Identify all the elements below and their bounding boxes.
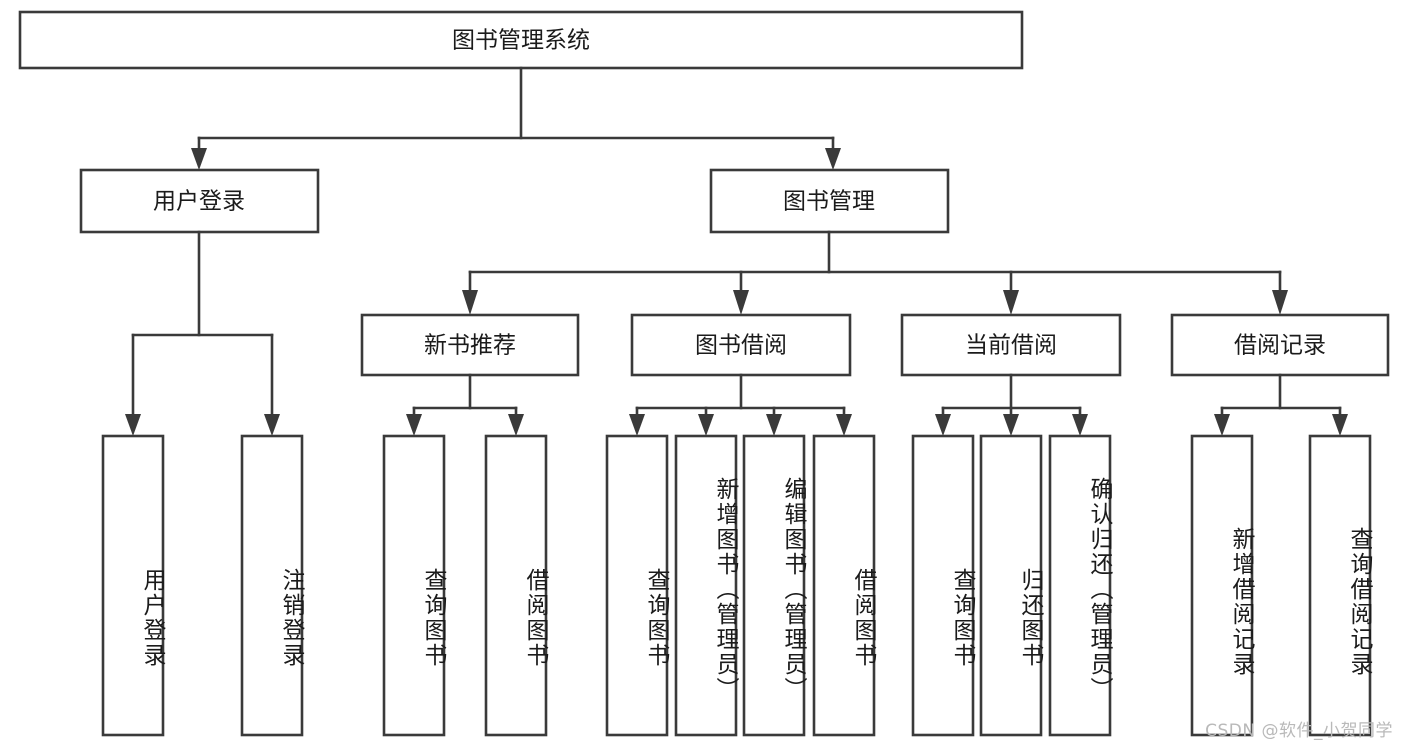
leaf-box-logout[interactable] bbox=[240, 434, 304, 737]
node-root[interactable]: 图书管理系统 bbox=[18, 10, 1024, 70]
arrow-head-icon bbox=[462, 290, 478, 315]
arrow-head-icon bbox=[836, 414, 852, 436]
arrow-head-icon bbox=[825, 148, 841, 170]
arrow-head-icon bbox=[1003, 290, 1019, 315]
connector-book-borrow-to-leaves bbox=[629, 373, 852, 436]
leaf-box-query-book-1[interactable] bbox=[382, 434, 446, 737]
node-borrow-record-label: 借阅记录 bbox=[1234, 333, 1326, 359]
node-borrow-record[interactable]: 借阅记录 bbox=[1170, 313, 1390, 377]
arrow-head-icon bbox=[1072, 414, 1088, 436]
node-book-borrow-label: 图书借阅 bbox=[695, 333, 787, 359]
node-current-borrow-label: 当前借阅 bbox=[965, 333, 1057, 359]
node-user-login[interactable]: 用户登录 bbox=[79, 168, 320, 234]
node-new-book-recommend-box bbox=[360, 313, 580, 377]
node-root-box bbox=[18, 10, 1024, 70]
arrow-head-icon bbox=[191, 148, 207, 170]
connector-new-book-recommend-to-leaves bbox=[406, 373, 524, 436]
leaf-box-edit-book-admin[interactable] bbox=[742, 434, 806, 737]
node-user-login-box bbox=[79, 168, 320, 234]
connector-root-to-level2 bbox=[191, 66, 841, 170]
leaf-box-confirm-return-admin[interactable] bbox=[1048, 434, 1112, 737]
node-current-borrow-box bbox=[900, 313, 1122, 377]
watermark: CSDN @软件_小贺同学 bbox=[1205, 721, 1393, 741]
leaf-box-query-borrow-record[interactable] bbox=[1308, 434, 1372, 737]
node-new-book-recommend[interactable]: 新书推荐 bbox=[360, 313, 580, 377]
leaf-box-add-borrow-record[interactable] bbox=[1190, 434, 1254, 737]
node-new-book-recommend-label: 新书推荐 bbox=[424, 333, 516, 359]
arrow-head-icon bbox=[406, 414, 422, 436]
node-root-label: 图书管理系统 bbox=[452, 28, 590, 54]
arrow-head-icon bbox=[766, 414, 782, 436]
node-user-login-label: 用户登录 bbox=[153, 189, 245, 215]
connector-borrow-record-to-leaves bbox=[1214, 373, 1348, 436]
arrow-head-icon bbox=[935, 414, 951, 436]
node-book-management[interactable]: 图书管理 bbox=[709, 168, 950, 234]
node-book-borrow[interactable]: 图书借阅 bbox=[630, 313, 852, 377]
connector-current-borrow-to-leaves bbox=[935, 373, 1088, 436]
arrow-head-icon bbox=[733, 290, 749, 315]
node-current-borrow[interactable]: 当前借阅 bbox=[900, 313, 1122, 377]
arrow-head-icon bbox=[264, 414, 280, 436]
arrow-head-icon bbox=[1272, 290, 1288, 315]
node-book-management-label: 图书管理 bbox=[783, 189, 875, 215]
leaf-box-user-login[interactable] bbox=[101, 434, 165, 737]
arrow-head-icon bbox=[698, 414, 714, 436]
leaf-box-query-book-3[interactable] bbox=[911, 434, 975, 737]
leaf-box-add-book-admin[interactable] bbox=[674, 434, 738, 737]
arrow-head-icon bbox=[125, 414, 141, 436]
leaf-box-return-book[interactable] bbox=[979, 434, 1043, 737]
leaf-box-borrow-book-1[interactable] bbox=[484, 434, 548, 737]
arrow-head-icon bbox=[1003, 414, 1019, 436]
arrow-head-icon bbox=[1332, 414, 1348, 436]
arrow-head-icon bbox=[1214, 414, 1230, 436]
leaf-box-query-book-2[interactable] bbox=[605, 434, 669, 737]
arrow-head-icon bbox=[629, 414, 645, 436]
leaf-box-borrow-book-2[interactable] bbox=[812, 434, 876, 737]
connector-user-login-to-leaves bbox=[125, 230, 280, 436]
connector-book-management-to-level3 bbox=[462, 230, 1288, 315]
arrow-head-icon bbox=[508, 414, 524, 436]
